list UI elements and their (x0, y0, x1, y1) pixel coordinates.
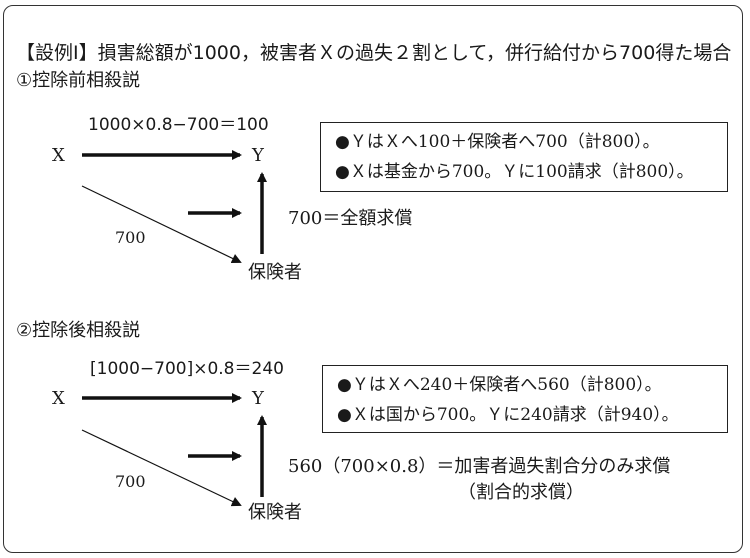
arrow-x-to-insurer (81, 429, 242, 507)
node-x: X (52, 145, 65, 166)
case-title: 【設例Ⅰ】損害総額が1000，被害者Ｘの過失２割として，併行給付から700得た場… (16, 42, 732, 64)
recourse-text: 560（700×0.8）＝加害者過失割合分のみ求償 (288, 456, 671, 477)
node-y: Y (252, 388, 264, 409)
note: ●ＹはＸへ100＋保険者へ700（計800）。 (335, 132, 660, 152)
section1-formula: 1000×0.8−700＝100 (88, 115, 269, 135)
section2-formula: [1000−700]×0.8＝240 (90, 359, 284, 379)
section2-heading: ②控除後相殺説 (16, 320, 141, 341)
notes-box: ●ＹはＸへ100＋保険者へ700（計800）。 ●Ｘは基金から700。Ｙに100… (320, 122, 728, 192)
note: ●Ｘは国から700。Ｙに240請求（計940）。 (337, 405, 679, 425)
note: ●ＹはＸへ240＋保険者へ560（計800）。 (337, 375, 662, 395)
node-insurer: 保険者 (248, 262, 302, 283)
node-x: X (52, 388, 65, 409)
diagram-frame (3, 5, 743, 553)
section2-arrows (81, 393, 267, 507)
note: ●Ｘは基金から700。Ｙに100請求（計800）。 (335, 162, 694, 182)
edge-label: 700 (115, 472, 146, 491)
section1-heading: ①控除前相殺説 (16, 70, 141, 91)
section1-arrows (81, 150, 267, 264)
node-insurer: 保険者 (248, 502, 302, 523)
edge-label: 700 (115, 228, 146, 247)
node-y: Y (252, 145, 264, 166)
recourse-text: 700＝全額求償 (288, 208, 413, 229)
notes-box: ●ＹはＸへ240＋保険者へ560（計800）。 ●Ｘは国から700。Ｙに240請… (322, 365, 728, 433)
recourse-subtext: （割合的求償） (458, 482, 584, 503)
arrow-x-to-insurer (81, 185, 242, 264)
